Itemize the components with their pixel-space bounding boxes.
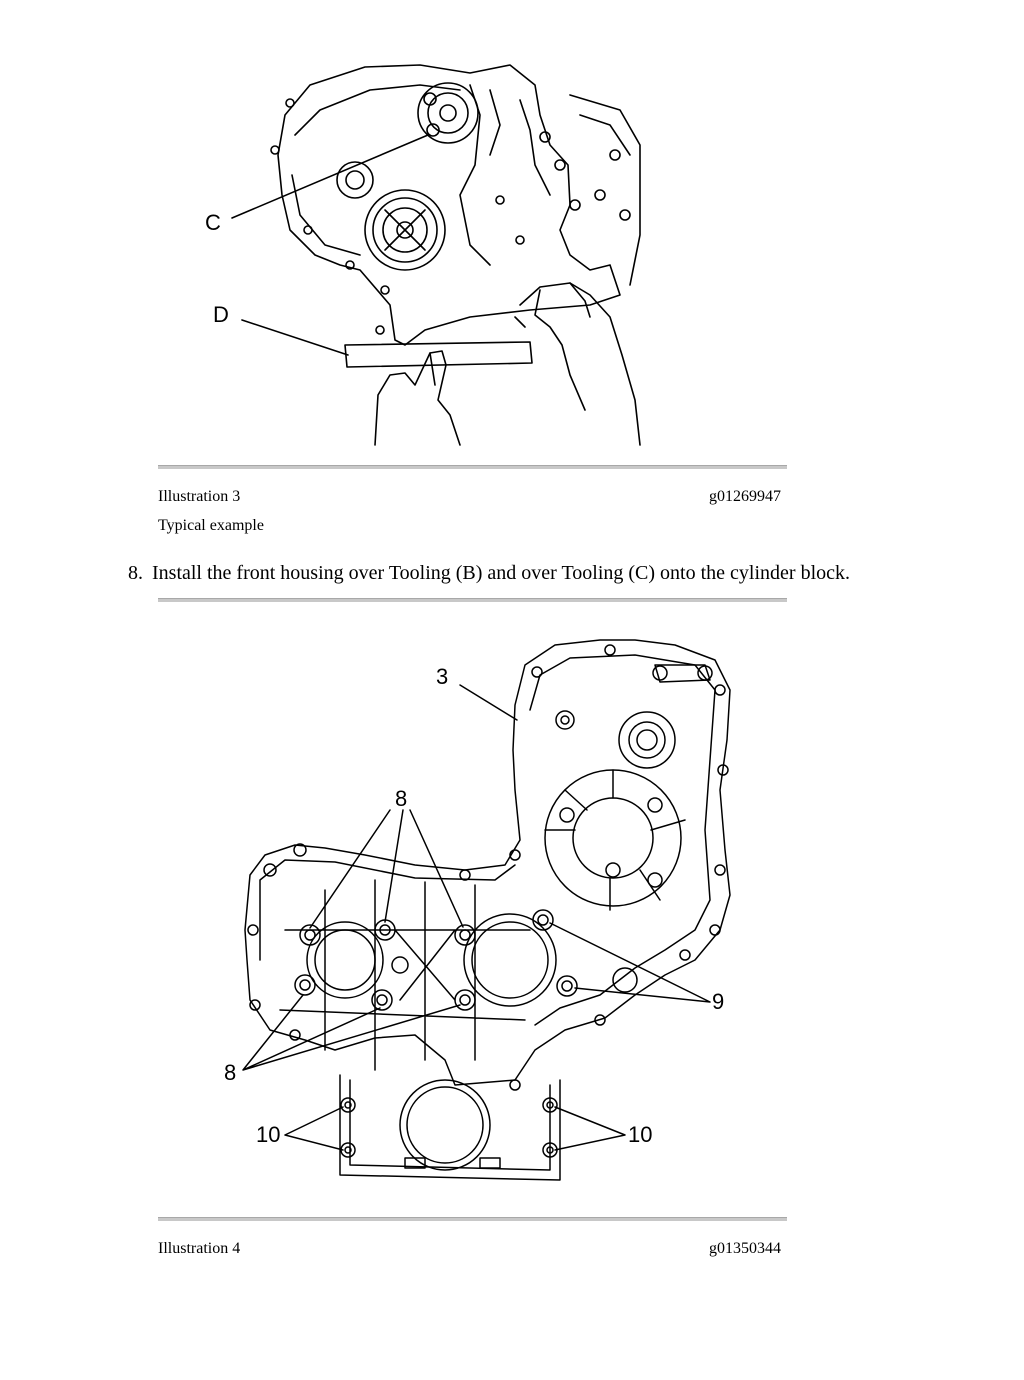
divider-rule: [158, 598, 787, 602]
callout-10-right: 10: [628, 1122, 653, 1147]
callout-d: D: [213, 302, 229, 327]
leader-10-right: [554, 1106, 626, 1151]
leader-9: [549, 922, 711, 1003]
leader-10-left: [284, 1106, 344, 1151]
illustration-3-number: Illustration 3: [158, 488, 241, 505]
leader-3: [459, 684, 518, 721]
illustration-4-drawing: [242, 639, 731, 1181]
callout-c: C: [205, 210, 221, 235]
housing-outline: [277, 64, 621, 346]
pump-bore-left: [306, 921, 384, 999]
illustration-4-code: g01350344: [709, 1240, 781, 1257]
callout-3: 3: [436, 664, 449, 689]
leader-8-bottom: [242, 994, 461, 1071]
illustration-3-description: Typical example: [158, 517, 264, 534]
hand-right: [519, 282, 641, 446]
front-housing-outline: [244, 639, 731, 1086]
callout-9: 9: [712, 989, 725, 1014]
idler-pulley: [417, 82, 479, 144]
divider-rule: [158, 465, 787, 469]
callout-8-bottom: 8: [224, 1060, 237, 1085]
callout-8-top: 8: [395, 786, 408, 811]
callout-10-left: 10: [256, 1122, 281, 1147]
leader-8-top: [309, 809, 464, 929]
illustration-3-drawing: [231, 64, 641, 446]
seal-bore: [399, 1079, 491, 1171]
divider-rule: [158, 1217, 787, 1221]
pump-bore-right: [463, 913, 557, 1007]
illustration-3-code: g01269947: [709, 488, 781, 505]
crank-gear: [364, 189, 446, 271]
illustration-4-number: Illustration 4: [158, 1240, 241, 1257]
step-number: 8.: [128, 562, 143, 584]
step-text: Install the front housing over Tooling (…: [152, 562, 851, 584]
step-8: 8. Install the front housing over Toolin…: [128, 562, 850, 585]
leader-d: [241, 319, 349, 356]
leader-c: [231, 134, 429, 219]
lower-plate: [339, 1074, 561, 1181]
straight-edge: [344, 341, 533, 368]
